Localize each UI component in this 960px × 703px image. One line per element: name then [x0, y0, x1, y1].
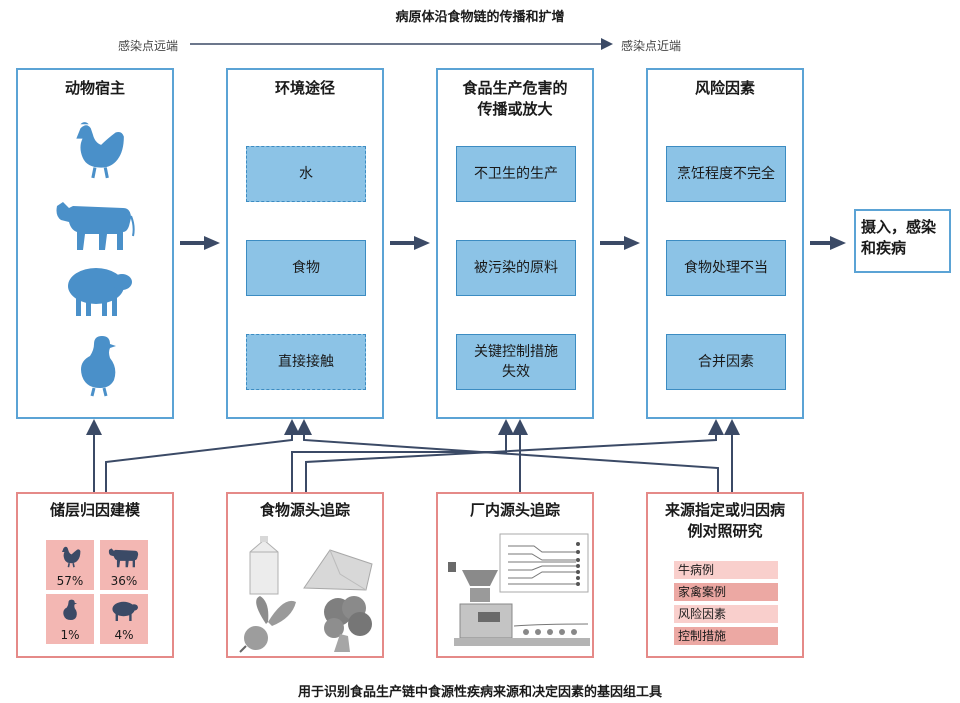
- processing-line-icon: [448, 533, 590, 646]
- row-control-measures: 控制措施: [674, 627, 778, 645]
- cheese-wedge-icon: [303, 549, 373, 591]
- cell-percent: 1%: [60, 628, 80, 642]
- sheep-icon: [68, 268, 132, 316]
- tile-unhygienic-production: 不卫生的生产: [456, 146, 576, 202]
- tile-control-failure: 关键控制措施 失效: [456, 334, 576, 390]
- cell-percent: 4%: [114, 628, 134, 642]
- cell-chicken: 57%: [46, 540, 94, 590]
- outcome-box: 摄入，感染 和疾病: [854, 209, 951, 273]
- column-risk-factors: 风险因素 烹饪程度不完全 食物处理不当 合并因素: [646, 68, 804, 419]
- sheep-icon: [112, 601, 138, 621]
- flow-arrow: [810, 236, 846, 250]
- row-cattle-cases: 牛病例: [674, 561, 778, 579]
- row-risk-factors: 风险因素: [674, 605, 778, 623]
- tile-combined-factors: 合并因素: [666, 334, 786, 390]
- flow-arrow: [390, 236, 430, 250]
- tile-improper-handling: 食物处理不当: [666, 240, 786, 296]
- tile-undercooking: 烹饪程度不完全: [666, 146, 786, 202]
- milk-carton-icon: [249, 536, 279, 595]
- column-production-hazards: 食品生产危害的 传播或放大 不卫生的生产 被污染的原料 关键控制措施 失效: [436, 68, 594, 419]
- tool-title: 储层归因建模: [49, 501, 140, 519]
- footer-caption: 用于识别食品生产链中食源性疾病来源和决定因素的基因组工具: [297, 685, 662, 700]
- gradient-label-proximal: 感染点近端: [621, 39, 682, 53]
- bird-icon: [63, 599, 78, 621]
- broccoli-icon: [324, 596, 372, 652]
- tool-title: 来源指定或归因病 例对照研究: [664, 501, 785, 540]
- cell-percent: 57%: [56, 574, 84, 588]
- cell-percent: 36%: [110, 574, 138, 588]
- gradient-label-distal: 感染点远端: [118, 39, 179, 53]
- cow-icon: [108, 548, 139, 568]
- diagram-title: 病原体沿食物链的传播和扩增: [395, 10, 565, 25]
- row-poultry-cases: 家禽案例: [674, 583, 778, 601]
- column-environmental-routes: 环境途径 水 食物 直接接触: [226, 68, 384, 419]
- tile-food: 食物: [246, 240, 366, 296]
- tool-food-source-tracing: 食物源头追踪: [226, 492, 384, 658]
- bird-icon: [81, 336, 116, 397]
- column-title: 风险因素: [694, 79, 755, 97]
- column-title: 食品生产危害的 传播或放大: [462, 79, 568, 118]
- tool-title: 食物源头追踪: [259, 501, 350, 519]
- tool-case-control-study: 来源指定或归因病 例对照研究 牛病例 家禽案例 风险因素 控制措施: [646, 492, 804, 658]
- flow-arrow: [180, 236, 220, 250]
- cow-icon: [56, 202, 135, 250]
- column-animal-hosts: 动物宿主: [16, 68, 174, 419]
- tile-direct-contact: 直接接触: [246, 334, 366, 390]
- tool-reservoir-attribution: 储层归因建模 57% 36% 1% 4%: [16, 492, 174, 658]
- column-title: 环境途径: [274, 79, 335, 97]
- tool-title: 厂内源头追踪: [469, 501, 560, 519]
- tool-connectors: [86, 419, 740, 492]
- cell-bird: 1%: [46, 594, 94, 644]
- cell-cow: 36%: [100, 540, 148, 590]
- tool-in-plant-source-tracing: 厂内源头追踪: [436, 492, 594, 658]
- beet-icon: [239, 596, 296, 653]
- chicken-icon: [76, 122, 124, 179]
- cell-sheep: 4%: [100, 594, 148, 644]
- chicken-icon: [62, 546, 81, 568]
- column-title: 动物宿主: [64, 79, 125, 97]
- tile-water: 水: [246, 146, 366, 202]
- flow-arrow: [600, 236, 640, 250]
- tile-contaminated-raw-material: 被污染的原料: [456, 240, 576, 296]
